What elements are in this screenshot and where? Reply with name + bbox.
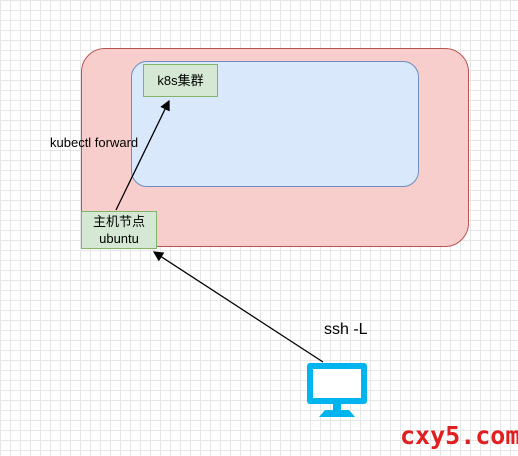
host-node-label-line2: ubuntu (99, 231, 139, 246)
k8s-cluster-node[interactable]: k8s集群 (143, 64, 218, 97)
host-node-label-line1: 主机节点 (92, 214, 145, 229)
ssh-tunnel-label: ssh -L (324, 321, 368, 338)
kubectl-forward-label: kubectl forward (50, 135, 139, 150)
ssh-tunnel-arrow (152, 251, 324, 363)
kubectl-forward-arrow (115, 99, 170, 211)
k8s-cluster-label: k8s集群 (157, 73, 204, 88)
host-node[interactable]: 主机节点 ubuntu (81, 211, 157, 249)
watermark: cxy5.com (400, 421, 518, 450)
monitor-icon[interactable] (305, 361, 369, 419)
